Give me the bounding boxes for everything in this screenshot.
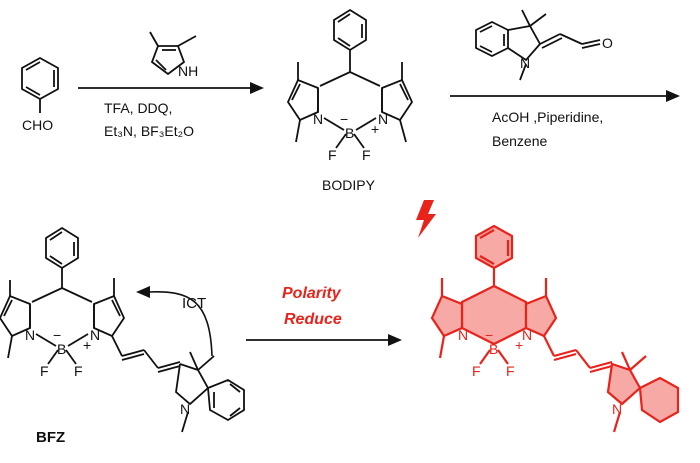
step2-conditions-2: Benzene — [492, 133, 547, 149]
lightning-icon — [416, 200, 436, 238]
red-b: B — [489, 341, 498, 357]
bfz-minus: − — [53, 327, 61, 343]
polarity-label-2: Reduce — [284, 311, 342, 328]
red-indole-n: N — [612, 401, 622, 417]
bfz-plus: + — [83, 337, 91, 353]
bfz-label: BFZ — [36, 429, 65, 446]
bfz-f-right: F — [74, 363, 83, 379]
bodipy-plus: + — [371, 121, 379, 137]
bodipy-n-left: N — [313, 111, 323, 127]
bfz-b: B — [57, 341, 66, 357]
fischer-o: O — [602, 35, 613, 51]
dimethylpyrrole — [149, 31, 197, 76]
polarity-label-1: Polarity — [282, 285, 342, 302]
polarity-arrow — [246, 334, 402, 346]
red-n-left: N — [458, 327, 468, 343]
fischer-aldehyde — [475, 9, 601, 81]
aldehyde-label: CHO — [22, 117, 53, 133]
bodipy-structure — [286, 8, 414, 149]
fischer-n: N — [520, 55, 530, 71]
step2-conditions-1: AcOH ,Piperidine, — [492, 109, 603, 125]
bfz-n-right: N — [90, 327, 100, 343]
bfz-f-left: F — [40, 363, 49, 379]
benzaldehyde — [21, 56, 59, 113]
ict-arrow — [136, 286, 213, 357]
red-f-left: F — [472, 363, 481, 379]
bodipy-n-right: N — [378, 111, 388, 127]
bfz-structure — [0, 226, 245, 433]
bfz-n-left: N — [25, 327, 35, 343]
bodipy-label: BODIPY — [322, 177, 376, 193]
bodipy-b: B — [345, 125, 354, 141]
step1-arrow — [78, 82, 264, 94]
red-n-right: N — [522, 327, 532, 343]
pyrrole-nh: NH — [178, 63, 198, 79]
red-f-right: F — [506, 363, 515, 379]
bodipy-minus: − — [340, 111, 348, 127]
ict-label: ICT — [182, 295, 206, 312]
red-plus: + — [515, 337, 523, 353]
step1-conditions-2: Et₃N, BF₃Et₂O — [104, 123, 194, 139]
bfz-indole-n: N — [180, 401, 190, 417]
bfz-highlighted-structure — [430, 224, 680, 433]
step2-arrow — [450, 90, 680, 102]
bodipy-f-left: F — [328, 147, 337, 163]
bodipy-f-right: F — [362, 147, 371, 163]
step1-conditions-1: TFA, DDQ, — [104, 100, 172, 116]
red-minus: − — [485, 327, 493, 343]
